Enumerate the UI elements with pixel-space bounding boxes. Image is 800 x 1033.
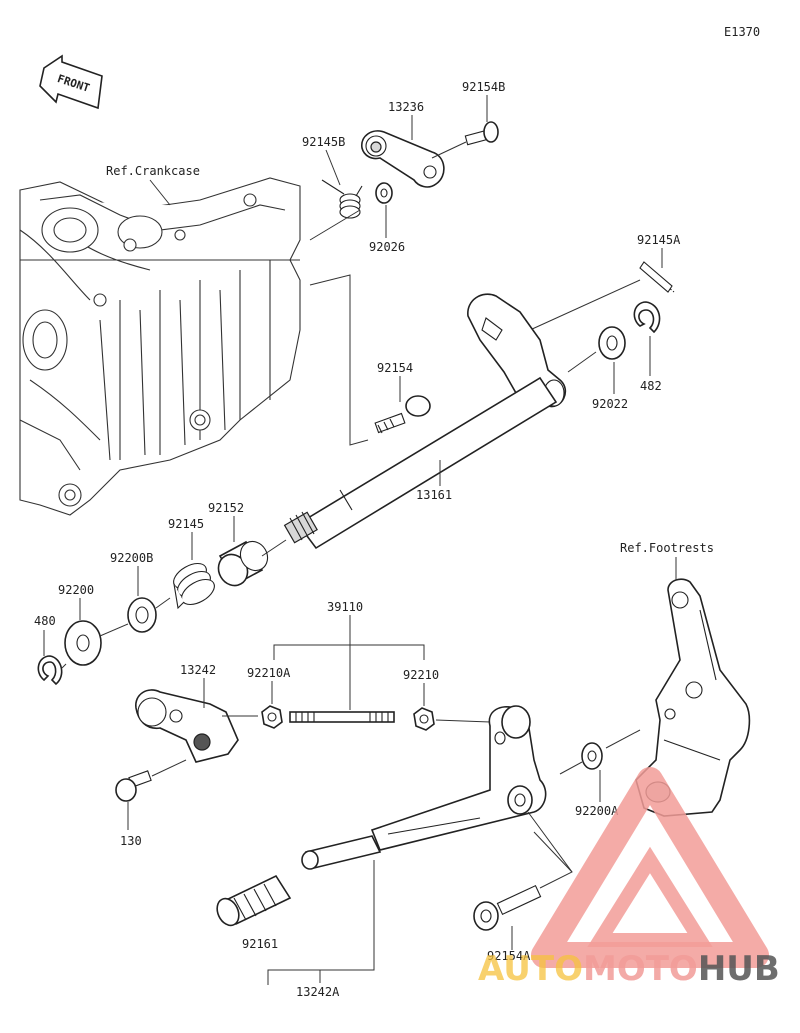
part-92152-bushing [217, 540, 269, 587]
label-13236: 13236 [388, 100, 424, 114]
label-92154B: 92154B [462, 80, 505, 94]
label-480: 480 [34, 614, 56, 628]
part-92161-pedal-rubber [216, 874, 292, 927]
part-480-circlip [37, 655, 63, 686]
label-130: 130 [120, 834, 142, 848]
label-92145A: 92145A [637, 233, 681, 247]
part-92022-washer [598, 326, 626, 360]
label-13161: 13161 [416, 488, 452, 502]
part-130-bolt [115, 770, 152, 802]
label-92200A: 92200A [575, 804, 619, 818]
watermark-triangle-icon [531, 767, 769, 968]
part-92210-nut [413, 707, 435, 731]
part-92200A-washer [581, 742, 603, 770]
part-92154-bolt [374, 395, 431, 434]
label-92161: 92161 [242, 937, 278, 951]
part-13242A-shift-pedal [301, 705, 547, 870]
label-92210: 92210 [403, 668, 439, 682]
part-92145B-spring [321, 179, 363, 219]
automotohub-watermark: AUTOMOTOHUB [478, 767, 780, 989]
crankcase-reference-drawing [19, 177, 301, 516]
diagram-code: E1370 [724, 25, 760, 39]
label-92145B: 92145B [302, 135, 345, 149]
part-482-circlip [633, 301, 661, 334]
watermark-moto: MOTO [583, 949, 698, 989]
part-92200-washer [64, 620, 102, 666]
part-39110-tie-rod [289, 711, 395, 723]
watermark-text: AUTOMOTOHUB [478, 949, 780, 989]
label-92022: 92022 [592, 397, 628, 411]
ref-crankcase-label: Ref.Crankcase [106, 164, 200, 178]
label-92200: 92200 [58, 583, 94, 597]
part-13242-rod-joint [135, 689, 239, 763]
part-92154A-bolt [473, 884, 542, 931]
part-92026-washer [375, 182, 393, 204]
label-13242: 13242 [180, 663, 216, 677]
part-92210A-nut [261, 705, 283, 729]
label-92026: 92026 [369, 240, 405, 254]
watermark-hub: HUB [698, 949, 780, 989]
label-92200B: 92200B [110, 551, 153, 565]
watermark-auto: AUTO [478, 949, 583, 989]
label-92210A: 92210A [247, 666, 291, 680]
label-13242A: 13242A [296, 985, 340, 999]
part-92200B-washer [127, 597, 157, 633]
part-92145A-spring [639, 261, 675, 293]
label-92154: 92154 [377, 361, 413, 375]
part-92154B-bolt [464, 121, 499, 146]
label-92152: 92152 [208, 501, 244, 515]
label-482: 482 [640, 379, 662, 393]
part-13161-shift-shaft [283, 293, 566, 550]
part-92145-spring [173, 562, 215, 610]
ref-footrests-label: Ref.Footrests [620, 541, 714, 555]
label-92145: 92145 [168, 517, 204, 531]
front-arrow-icon: FRONT [39, 54, 103, 110]
label-92154A: 92154A [487, 949, 531, 963]
label-39110: 39110 [327, 600, 363, 614]
part-13236-shift-lever [361, 130, 445, 188]
